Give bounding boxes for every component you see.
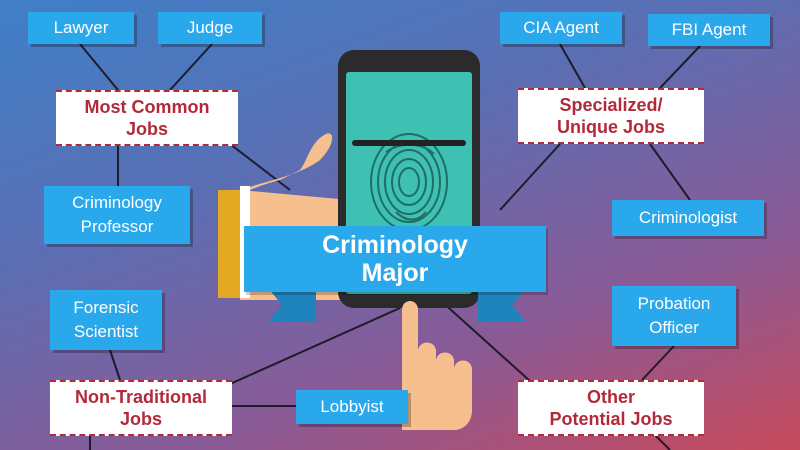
scan-line xyxy=(352,140,466,146)
category-specialized-unique-jobs: Specialized/ Unique Jobs xyxy=(518,88,704,144)
job-judge: Judge xyxy=(158,12,262,44)
job-cia-agent: CIA Agent xyxy=(500,12,622,44)
line-other-center xyxy=(439,299,541,391)
job-criminologist: Criminologist xyxy=(612,200,764,236)
job-forensic-scientist: Forensic Scientist xyxy=(50,290,162,350)
banner-ribbon-left xyxy=(268,288,316,322)
category-other-potential-jobs: Other Potential Jobs xyxy=(518,380,704,436)
line-lawyer xyxy=(79,43,119,91)
category-non-traditional-jobs: Non-Traditional Jobs xyxy=(50,380,232,436)
line-forensic-nontrad xyxy=(109,349,121,381)
category-most-common-jobs: Most Common Jobs xyxy=(56,90,238,146)
banner-ribbon-right xyxy=(478,288,526,322)
job-fbi-agent: FBI Agent xyxy=(648,14,770,46)
line-cia xyxy=(559,43,586,89)
line-judge xyxy=(169,43,213,91)
sleeve-cuff xyxy=(218,190,242,298)
job-probation-officer: Probation Officer xyxy=(612,286,736,346)
job-lobbyist: Lobbyist xyxy=(296,390,408,424)
line-most-common-center xyxy=(229,143,291,191)
line-specialized-center xyxy=(499,143,561,211)
line-fbi xyxy=(659,45,701,89)
pointing-hand-icon xyxy=(402,301,472,430)
job-lawyer: Lawyer xyxy=(28,12,134,44)
line-nontrad-center xyxy=(229,307,401,385)
job-criminology-professor: Criminology Professor xyxy=(44,186,190,244)
line-specialized-criminologist xyxy=(649,143,691,201)
line-probation-other xyxy=(641,345,675,381)
center-banner: Criminology Major xyxy=(244,226,546,292)
